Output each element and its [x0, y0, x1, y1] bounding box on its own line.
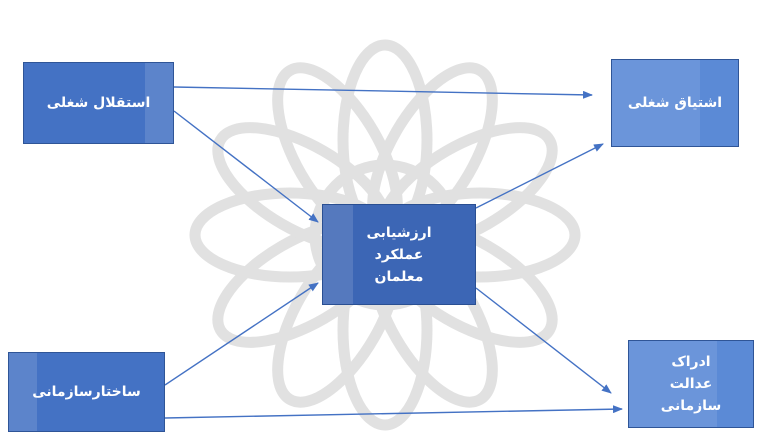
node-perceived-organizational-justice: ادراک عدالت سازمانی — [628, 340, 754, 428]
node-job-autonomy: استقلال شغلی — [23, 62, 174, 144]
arrow-structure-to-justice — [165, 409, 622, 418]
node-work-engagement: اشتیاق شغلی — [611, 59, 739, 147]
node-organizational-structure: ساختارسازمانی — [8, 352, 165, 432]
arrow-autonomy-to-evaluation — [174, 111, 318, 222]
node-organizational-structure-label: ساختارسازمانی — [24, 381, 149, 403]
arrow-evaluation-to-engagement — [476, 144, 603, 208]
arrow-structure-to-evaluation — [165, 283, 318, 385]
node-work-engagement-label: اشتیاق شغلی — [620, 92, 730, 114]
node-teacher-performance-evaluation-label: ارزشیابی عملکرد معلمان — [351, 222, 447, 288]
node-job-autonomy-label: استقلال شغلی — [39, 92, 159, 114]
arrow-autonomy-to-engagement — [174, 87, 592, 95]
arrow-evaluation-to-justice — [476, 288, 611, 393]
node-teacher-performance-evaluation: ارزشیابی عملکرد معلمان — [322, 204, 476, 305]
node-perceived-organizational-justice-label: ادراک عدالت سازمانی — [641, 351, 741, 417]
